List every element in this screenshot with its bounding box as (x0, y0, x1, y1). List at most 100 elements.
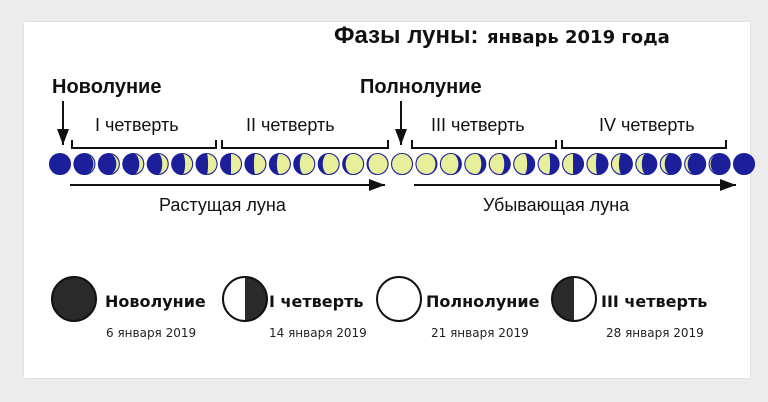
moon-outline (513, 152, 536, 176)
moon-lit-part (391, 153, 413, 175)
moon-outline (635, 152, 658, 176)
moon-base (684, 153, 706, 175)
moon-base (49, 153, 71, 175)
moon-outline (244, 152, 267, 176)
moon-lit-part (415, 153, 436, 175)
moon-lit-part (231, 153, 242, 175)
moon-outline (366, 152, 389, 176)
moon-phase-4 (122, 152, 145, 176)
moon-outline (268, 152, 291, 176)
moon-phase-23 (586, 152, 609, 176)
moon-phase-26 (659, 152, 682, 176)
moon-lit-part (684, 153, 696, 175)
moon-outline (659, 152, 682, 176)
legend-item-third-quarter: III четверть 28 января 2019 (551, 276, 707, 340)
moon-outline (97, 152, 120, 176)
moon-base (98, 153, 120, 175)
legend-third-quarter-date: 28 января 2019 (606, 326, 704, 340)
moon-lit-part (513, 153, 528, 175)
legend-item-full-moon: Полнолуние 21 января 2019 (376, 276, 540, 340)
moon-phase-24 (610, 152, 633, 176)
moon-phase-22 (561, 152, 585, 176)
legend-new-moon-date: 6 января 2019 (106, 326, 196, 340)
moon-outline (488, 152, 511, 176)
legend-full-moon-title: Полнолуние (426, 292, 540, 311)
legend-third-quarter-left-half (552, 277, 574, 321)
legend-full-moon-date: 21 января 2019 (431, 326, 529, 340)
title-subtitle: январь 2019 года (486, 27, 670, 48)
moon-phase-1 (48, 152, 72, 176)
moon-phase-16 (415, 152, 438, 176)
legend-first-quarter-title: I четверть (269, 292, 363, 311)
quarter-1-bracket (71, 140, 217, 149)
moon-outline (732, 152, 756, 176)
moon-lit-part (206, 153, 218, 175)
moon-outline (586, 152, 609, 176)
moon-outline (146, 152, 169, 176)
moon-outline (464, 152, 487, 176)
moon-phase-13 (342, 152, 365, 176)
moon-lit-part (253, 153, 266, 175)
moon-lit-part (157, 153, 169, 175)
moon-lit-part (635, 153, 647, 175)
moon-outline (219, 152, 243, 176)
moon-outline (48, 152, 72, 176)
moon-outline (73, 152, 96, 176)
moon-lit-part (611, 153, 622, 175)
moon-lit-part (84, 153, 95, 175)
moon-outline (439, 152, 462, 176)
moon-phase-20 (513, 152, 536, 176)
moon-lit-part (182, 153, 193, 175)
moon-lit-part (368, 153, 389, 175)
moon-lit-part (586, 153, 598, 175)
moon-phase-15 (390, 152, 414, 176)
moon-phase-7 (195, 152, 218, 176)
moon-row (48, 152, 756, 176)
quarter-3-label: III четверть (431, 115, 525, 135)
moon-lit-part (133, 153, 144, 175)
moon-phase-9 (244, 152, 267, 176)
moon-lit-part (660, 153, 671, 175)
moon-lit-part (345, 153, 364, 175)
moon-base (733, 153, 755, 175)
moon-lit-part (440, 153, 459, 175)
legend-item-first-quarter: I четверть 14 января 2019 (222, 276, 367, 340)
legend-first-quarter-right-half (245, 277, 267, 321)
legend-full-moon-icon (376, 276, 422, 322)
moon-phase-14 (366, 152, 389, 176)
full-moon-label: Полнолуние (360, 76, 482, 98)
moon-phase-17 (439, 152, 462, 176)
moon-phase-21 (537, 152, 560, 176)
moon-phase-3 (97, 152, 120, 176)
legend-first-quarter-left-half (223, 277, 245, 321)
quarter-1-label: I четверть (95, 115, 179, 135)
moon-outline (415, 152, 438, 176)
moon-outline (195, 152, 218, 176)
moon-outline (537, 152, 560, 176)
moon-phase-12 (317, 152, 340, 176)
waning-label: Убывающая луна (483, 195, 630, 215)
page-title: Фазы луны: январь 2019 года (334, 24, 754, 48)
quarter-2-bracket (221, 140, 389, 149)
moon-phase-11 (293, 152, 316, 176)
moon-lit-part (538, 153, 551, 175)
quarter-4-bracket (561, 140, 727, 149)
moon-lit-part (108, 153, 120, 175)
quarter-2-label: II четверть (246, 115, 335, 135)
moon-lit-part (562, 153, 574, 175)
moon-lit-part (489, 153, 505, 175)
legend-third-quarter-icon (551, 276, 597, 322)
legend: Новолуние 6 января 2019 I четверть 14 ян… (51, 276, 707, 340)
moon-phase-5 (146, 152, 169, 176)
moon-lit-part (464, 153, 482, 175)
new-moon-label: Новолуние (52, 76, 161, 98)
moon-outline (684, 152, 707, 176)
legend-first-quarter-icon (222, 276, 268, 322)
legend-third-quarter-title: III четверть (601, 292, 707, 311)
moon-outline (171, 152, 194, 176)
moon-lit-part (709, 153, 720, 175)
moon-phase-2 (73, 152, 96, 176)
moon-outline (317, 152, 340, 176)
legend-new-moon-icon (51, 276, 97, 322)
